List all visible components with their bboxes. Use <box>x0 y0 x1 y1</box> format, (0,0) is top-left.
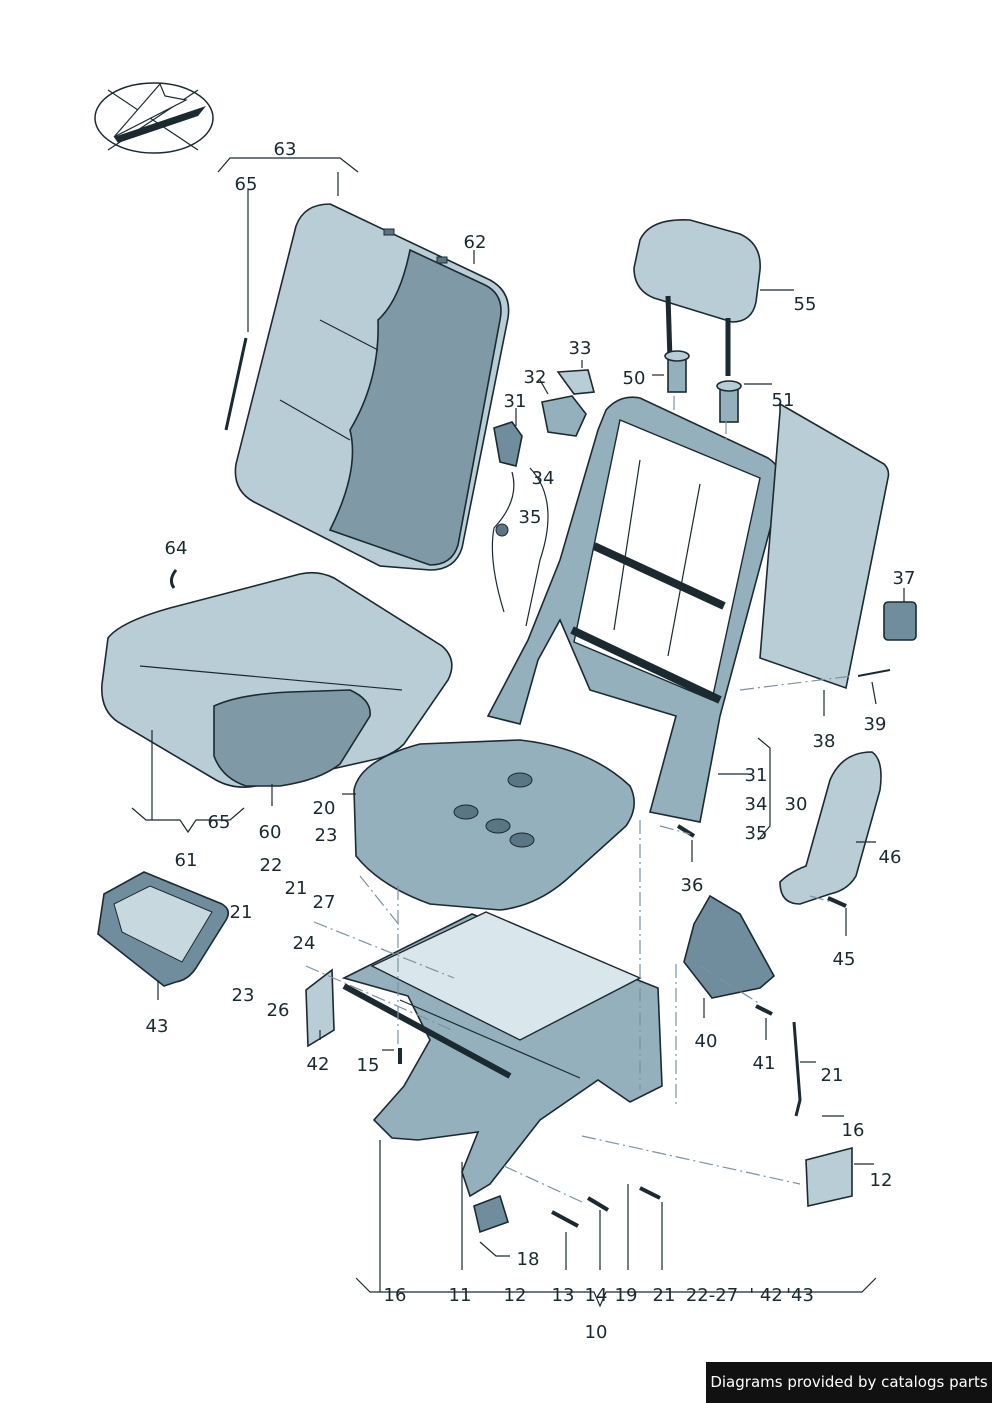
label-34: 34 <box>532 468 555 489</box>
label-41: 41 <box>753 1053 776 1074</box>
label-26: 26 <box>267 1000 290 1021</box>
label-21: 21 <box>285 878 308 899</box>
label-21: 21 <box>821 1065 844 1086</box>
cover-panel <box>683 894 776 999</box>
label-31: 31 <box>504 391 527 412</box>
rear-panel <box>759 402 917 690</box>
backrest-cover <box>234 203 510 571</box>
label-16: 16 <box>842 1120 865 1141</box>
bracket <box>805 1146 853 1207</box>
label-20: 20 <box>313 798 336 819</box>
headrest <box>633 219 761 376</box>
label-62: 62 <box>464 232 487 253</box>
label-60: 60 <box>259 822 282 843</box>
label-24: 24 <box>293 933 316 954</box>
label-27: 27 <box>313 892 336 913</box>
label-64: 64 <box>165 538 188 559</box>
label-18: 18 <box>517 1249 540 1270</box>
bracket-small <box>473 1194 509 1234</box>
label-65: 65 <box>235 174 258 195</box>
label-37: 37 <box>893 568 916 589</box>
label-21: 21 <box>230 902 253 923</box>
label-43: 43 <box>146 1016 169 1037</box>
rod <box>792 1021 802 1117</box>
label-23: 23 <box>232 985 255 1006</box>
backrest-frame <box>486 396 783 823</box>
label-16: 16 <box>384 1285 407 1306</box>
seat-cushion <box>101 571 453 788</box>
label-55: 55 <box>794 294 817 315</box>
credit-banner: Diagrams provided by catalogs parts <box>706 1362 992 1403</box>
label-32: 32 <box>524 367 547 388</box>
label-39: 39 <box>864 714 887 735</box>
clip <box>169 569 178 589</box>
label-35: 35 <box>519 507 542 528</box>
label-19: 19 <box>615 1285 638 1306</box>
label-21: 21 <box>653 1285 676 1306</box>
headrest-guide-sleeve <box>664 350 690 393</box>
label-35: 35 <box>745 823 768 844</box>
label-12: 12 <box>870 1170 893 1191</box>
label-30: 30 <box>785 794 808 815</box>
label-31: 31 <box>745 765 768 786</box>
label-34: 34 <box>745 794 768 815</box>
seat-base-frame <box>341 911 663 1198</box>
trim-wire <box>224 337 248 431</box>
label-14: 14 <box>585 1285 608 1306</box>
label-12: 12 <box>504 1285 527 1306</box>
part-number-labels: 63 65 62 55 50 33 32 31 51 34 35 64 37 3… <box>146 139 916 1343</box>
alignment-lines <box>305 396 853 1203</box>
label-11: 11 <box>449 1285 472 1306</box>
label-50: 50 <box>623 368 646 389</box>
side-trim-panel <box>97 871 230 987</box>
label-65: 65 <box>208 812 231 833</box>
label-46: 46 <box>879 847 902 868</box>
label-40: 40 <box>695 1031 718 1052</box>
orientation-compass-icon <box>94 82 214 154</box>
side-cover <box>779 751 882 905</box>
label-45: 45 <box>833 949 856 970</box>
label-23: 23 <box>315 825 338 846</box>
seat-cushion-pan <box>353 739 635 911</box>
label-63: 63 <box>274 139 297 160</box>
label-22: 22 <box>260 855 283 876</box>
label-36: 36 <box>681 875 704 896</box>
label-13: 13 <box>552 1285 575 1306</box>
recline-lever-assembly <box>491 369 596 627</box>
label-38: 38 <box>813 731 836 752</box>
plate <box>305 968 335 1048</box>
label-15: 15 <box>357 1055 380 1076</box>
label-42: 42 <box>307 1054 330 1075</box>
bolt-icon <box>398 669 891 1228</box>
leader-lines <box>131 157 905 1308</box>
label-42: ' 42 <box>749 1285 783 1306</box>
label-51: 51 <box>772 390 795 411</box>
label-22-27: 22-27 <box>686 1285 738 1306</box>
label-33: 33 <box>569 338 592 359</box>
label-10: 10 <box>585 1322 608 1343</box>
label-43: '43 <box>786 1285 814 1306</box>
headrest-guide-sleeve-lock <box>716 380 742 423</box>
label-61: 61 <box>175 850 198 871</box>
